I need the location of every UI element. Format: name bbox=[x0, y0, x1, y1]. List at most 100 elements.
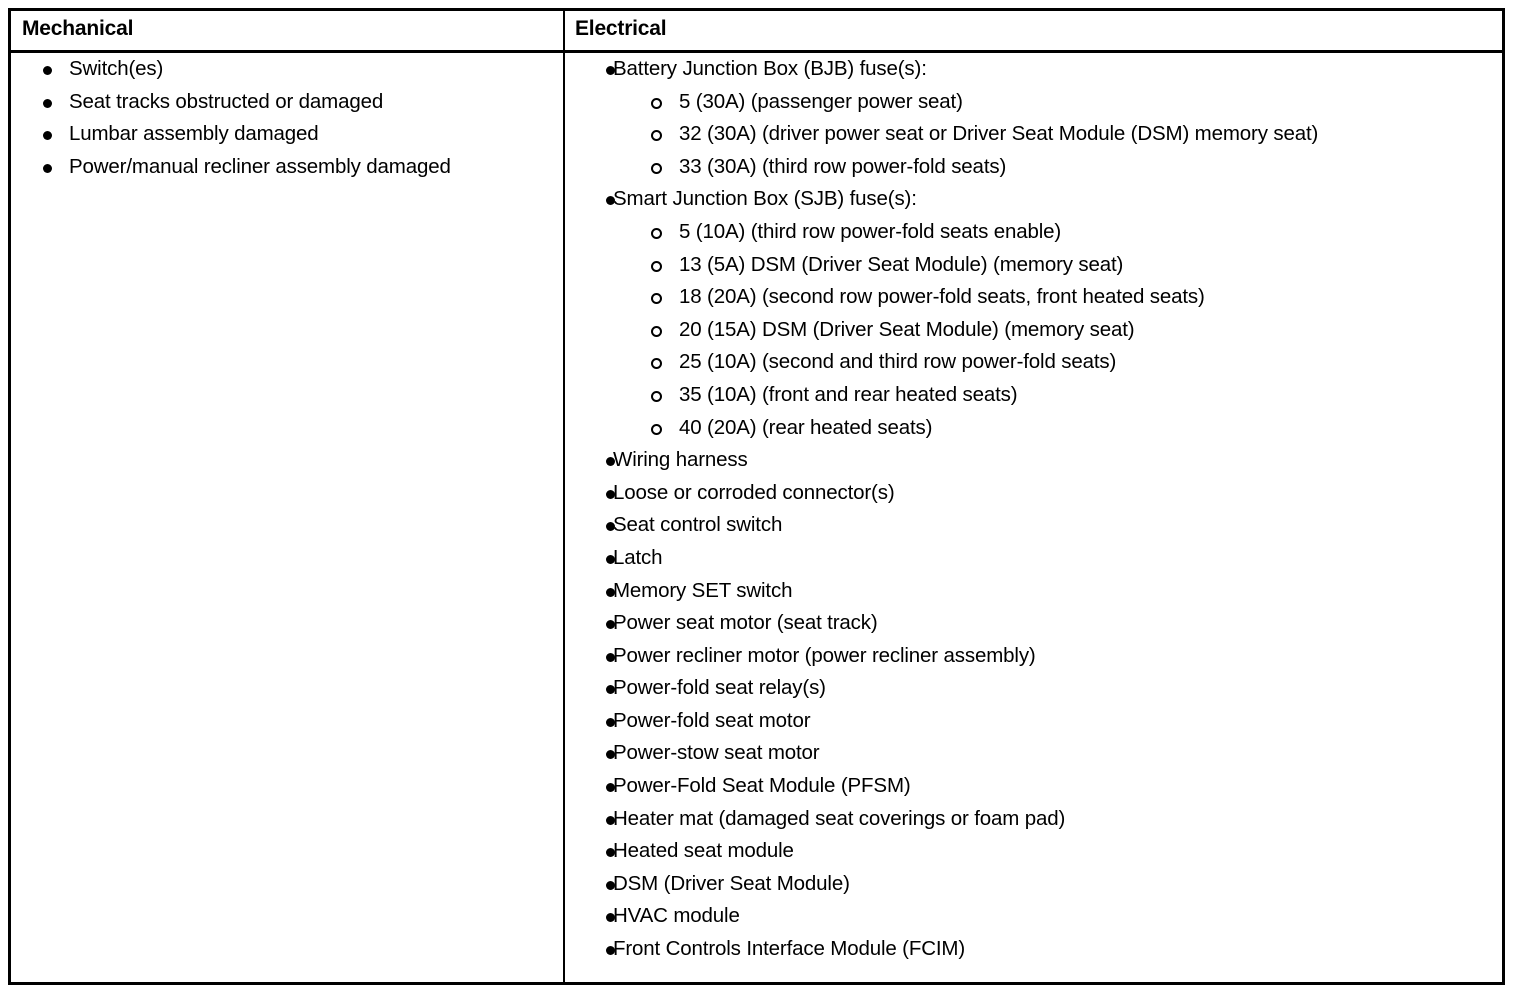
list-item-label: 18 (20A) (second row power-fold seats, f… bbox=[679, 285, 1205, 309]
list-item-label: DSM (Driver Seat Module) bbox=[613, 871, 850, 895]
list-item: Lumbar assembly damaged bbox=[11, 118, 563, 151]
list-item-label: 35 (10A) (front and rear heated seats) bbox=[679, 382, 1018, 406]
list-item: 5 (10A) (third row power-fold seats enab… bbox=[565, 216, 1502, 249]
filled-disc-bullet bbox=[606, 554, 615, 564]
list-item: Power-fold seat motor bbox=[565, 705, 1502, 738]
list-item-label: 5 (10A) (third row power-fold seats enab… bbox=[679, 219, 1062, 243]
list-item-label: Power recliner motor (power recliner ass… bbox=[613, 643, 1036, 667]
list-item: 25 (10A) (second and third row power-fol… bbox=[565, 346, 1502, 379]
header-separator-rule bbox=[11, 50, 1502, 53]
filled-disc-bullet bbox=[606, 815, 615, 825]
list-item: 40 (20A) (rear heated seats) bbox=[565, 412, 1502, 445]
filled-disc-bullet bbox=[43, 163, 52, 173]
list-item-label: Lumbar assembly damaged bbox=[69, 122, 319, 146]
hollow-circle-bullet bbox=[651, 162, 662, 174]
list-item-label: Switch(es) bbox=[69, 57, 164, 80]
mechanical-list: Switch(es) Seat tracks obstructed or dama… bbox=[11, 53, 563, 183]
list-item: Power-fold seat relay(s) bbox=[565, 672, 1502, 705]
hollow-circle-bullet bbox=[651, 390, 662, 402]
filled-disc-bullet bbox=[43, 66, 52, 75]
list-item-label: Loose or corroded connector(s) bbox=[613, 480, 895, 504]
list-item: Power-Fold Seat Module (PFSM) bbox=[565, 770, 1502, 803]
filled-disc-bullet bbox=[606, 587, 615, 597]
list-item: 20 (15A) DSM (Driver Seat Module) (memor… bbox=[565, 314, 1502, 347]
column-divider bbox=[563, 11, 565, 982]
hollow-circle-bullet bbox=[651, 293, 662, 305]
list-item-label: 33 (30A) (third row power-fold seats) bbox=[679, 154, 1007, 178]
list-item-label: 20 (15A) DSM (Driver Seat Module) (memor… bbox=[679, 317, 1135, 341]
hollow-circle-bullet bbox=[651, 130, 662, 142]
list-item-label: 5 (30A) (passenger power seat) bbox=[679, 89, 963, 113]
mechanical-column-body: Switch(es) Seat tracks obstructed or dama… bbox=[11, 53, 563, 183]
list-item-label: Heater mat (damaged seat coverings or fo… bbox=[613, 806, 1066, 830]
filled-disc-bullet bbox=[606, 717, 615, 727]
list-item-label: Front Controls Interface Module (FCIM) bbox=[613, 937, 966, 961]
hollow-circle-bullet bbox=[651, 97, 662, 109]
table-header-row: Mechanical Electrical bbox=[11, 11, 1502, 50]
list-item-label: 40 (20A) (rear heated seats) bbox=[679, 415, 933, 439]
list-item: Smart Junction Box (SJB) fuse(s): bbox=[565, 183, 1502, 216]
list-item: Battery Junction Box (BJB) fuse(s): bbox=[565, 53, 1502, 86]
list-item: Power/manual recliner assembly damaged bbox=[11, 151, 563, 184]
list-item-label: Memory SET switch bbox=[613, 578, 793, 602]
list-item-label: Heated seat module bbox=[613, 839, 794, 863]
filled-disc-bullet bbox=[606, 489, 615, 499]
list-item-label: Power/manual recliner assembly damaged bbox=[69, 154, 451, 178]
list-item: 13 (5A) DSM (Driver Seat Module) (memory… bbox=[565, 249, 1502, 282]
list-item: Loose or corroded connector(s) bbox=[565, 477, 1502, 510]
list-item: Power-stow seat motor bbox=[565, 737, 1502, 770]
list-item-label: Power seat motor (seat track) bbox=[613, 611, 878, 635]
list-item: 35 (10A) (front and rear heated seats) bbox=[565, 379, 1502, 412]
list-item: Wiring harness bbox=[565, 444, 1502, 477]
list-item-label: Smart Junction Box (SJB) fuse(s): bbox=[613, 187, 917, 211]
list-item-label: Latch bbox=[613, 545, 663, 569]
hollow-circle-bullet bbox=[651, 325, 662, 337]
column-header-mechanical: Mechanical bbox=[22, 17, 134, 40]
list-item-label: Seat tracks obstructed or damaged bbox=[69, 89, 384, 113]
list-item: 32 (30A) (driver power seat or Driver Se… bbox=[565, 118, 1502, 151]
list-item: Switch(es) bbox=[11, 53, 563, 86]
filled-disc-bullet bbox=[606, 620, 615, 630]
list-item-label: Power-fold seat relay(s) bbox=[613, 676, 826, 700]
list-item-label: HVAC module bbox=[613, 904, 740, 928]
list-item-label: Power-stow seat motor bbox=[613, 741, 820, 765]
list-item: DSM (Driver Seat Module) bbox=[565, 868, 1502, 901]
filled-disc-bullet bbox=[606, 457, 615, 467]
list-item-label: 13 (5A) DSM (Driver Seat Module) (memory… bbox=[679, 252, 1124, 276]
hollow-circle-bullet bbox=[651, 260, 662, 272]
filled-disc-bullet bbox=[606, 783, 615, 793]
filled-disc-bullet bbox=[606, 880, 615, 890]
symptom-chart-table: Mechanical Electrical Switch(es) Seat tra… bbox=[8, 8, 1505, 985]
list-item: Latch bbox=[565, 542, 1502, 575]
list-item-label: Battery Junction Box (BJB) fuse(s): bbox=[613, 57, 927, 80]
list-item: 5 (30A) (passenger power seat) bbox=[565, 86, 1502, 119]
hollow-circle-bullet bbox=[651, 358, 662, 370]
list-item: Power seat motor (seat track) bbox=[565, 607, 1502, 640]
filled-disc-bullet bbox=[43, 98, 52, 108]
electrical-list: Battery Junction Box (BJB) fuse(s): 5 (30… bbox=[565, 53, 1502, 966]
filled-disc-bullet bbox=[606, 66, 615, 75]
list-item: Memory SET switch bbox=[565, 575, 1502, 608]
filled-disc-bullet bbox=[606, 946, 615, 956]
filled-disc-bullet bbox=[606, 913, 615, 923]
filled-disc-bullet bbox=[606, 685, 615, 695]
list-item: HVAC module bbox=[565, 900, 1502, 933]
filled-disc-bullet bbox=[606, 522, 615, 532]
list-item-label: Power-fold seat motor bbox=[613, 708, 811, 732]
list-item: Front Controls Interface Module (FCIM) bbox=[565, 933, 1502, 966]
filled-disc-bullet bbox=[43, 131, 52, 141]
list-item: Heated seat module bbox=[565, 835, 1502, 868]
filled-disc-bullet bbox=[606, 196, 615, 206]
list-item-label: Seat control switch bbox=[613, 513, 783, 537]
electrical-column-body: Battery Junction Box (BJB) fuse(s): 5 (30… bbox=[565, 53, 1502, 966]
filled-disc-bullet bbox=[606, 750, 615, 760]
list-item: Power recliner motor (power recliner ass… bbox=[565, 640, 1502, 673]
filled-disc-bullet bbox=[606, 652, 615, 662]
list-item-label: 32 (30A) (driver power seat or Driver Se… bbox=[679, 122, 1319, 146]
list-item-label: Wiring harness bbox=[613, 448, 748, 472]
list-item: Heater mat (damaged seat coverings or fo… bbox=[565, 803, 1502, 836]
list-item: 33 (30A) (third row power-fold seats) bbox=[565, 151, 1502, 184]
list-item: Seat control switch bbox=[565, 509, 1502, 542]
list-item: Seat tracks obstructed or damaged bbox=[11, 86, 563, 119]
list-item: 18 (20A) (second row power-fold seats, f… bbox=[565, 281, 1502, 314]
